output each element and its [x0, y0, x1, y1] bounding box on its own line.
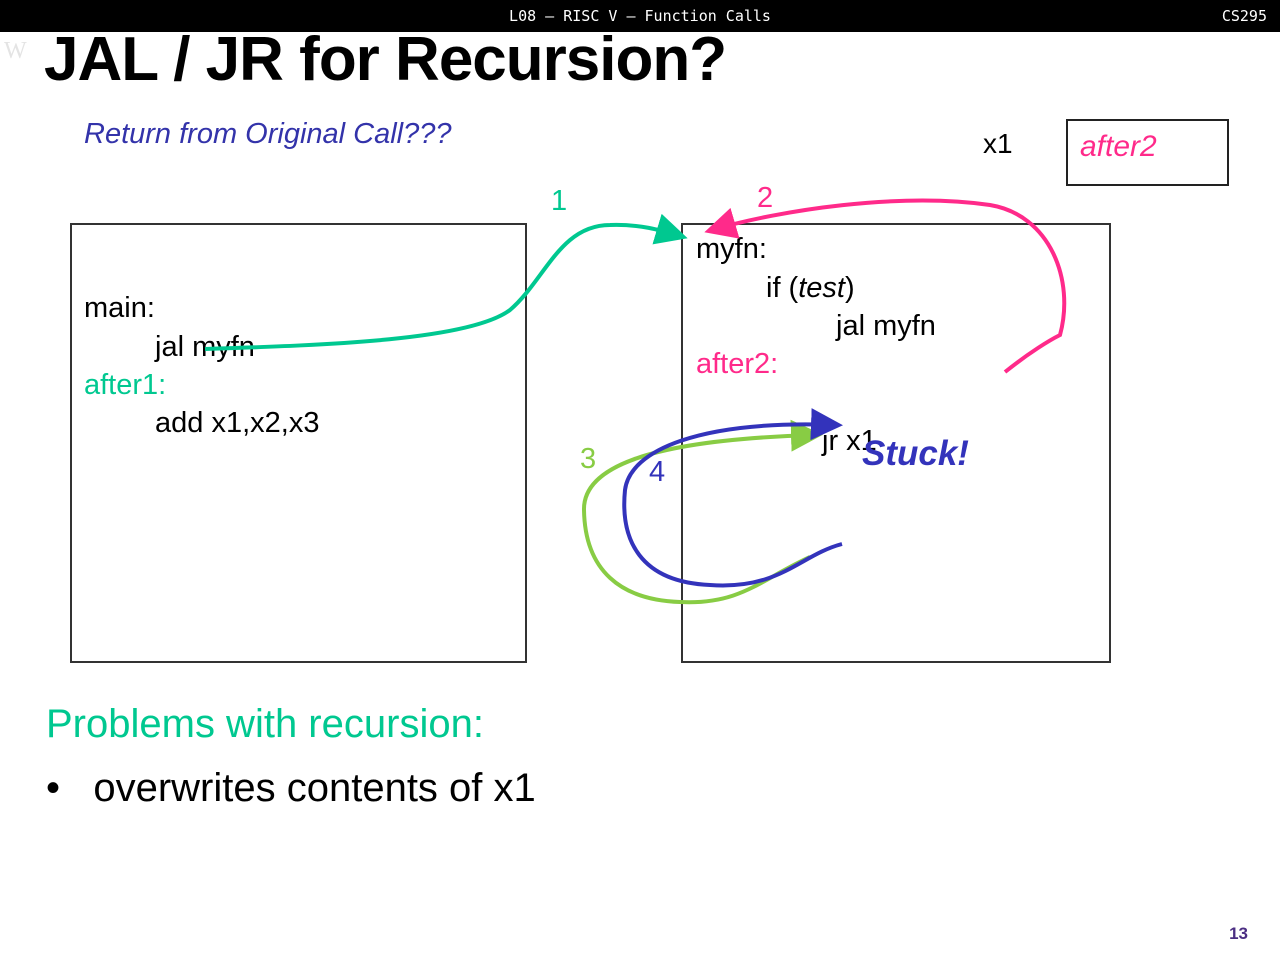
step-1-label: 1	[551, 185, 568, 217]
register-value: after2	[1080, 130, 1157, 163]
stuck-annotation: Stuck!	[862, 434, 969, 473]
after1-label: after1:	[84, 369, 167, 401]
arrow-2	[704, 198, 1067, 374]
problems-heading: Problems with recursion:	[46, 702, 484, 746]
step-4-label: 4	[649, 456, 666, 488]
bullet-item: • overwrites contents of x1	[46, 766, 536, 810]
main-label: main:	[84, 292, 155, 324]
page-number: 13	[1229, 924, 1248, 943]
if-line: if (test)	[766, 272, 855, 304]
register-label: x1	[983, 128, 1013, 159]
subtitle: Return from Original Call???	[84, 118, 452, 150]
after2-label: after2:	[696, 348, 779, 380]
myfn-box	[681, 223, 1111, 663]
register-box: after2	[1066, 119, 1229, 186]
step-2-label: 2	[757, 182, 774, 214]
course-code: CS295	[1221, 7, 1267, 25]
add-line: add x1,x2,x3	[155, 407, 320, 439]
arrow-1	[204, 213, 688, 351]
slide-title: JAL / JR for Recursion?	[44, 25, 727, 94]
main-box	[70, 223, 527, 663]
watermark-logo: W	[4, 38, 28, 64]
arrow-4	[622, 408, 843, 588]
arrow-3	[581, 419, 823, 605]
jal-myfn-line: jal myfn	[836, 310, 936, 342]
slide-header: L08 – RISC V – Function Calls CS295	[0, 0, 1280, 32]
lecture-title: L08 – RISC V – Function Calls	[509, 7, 771, 25]
step-3-label: 3	[580, 443, 597, 475]
